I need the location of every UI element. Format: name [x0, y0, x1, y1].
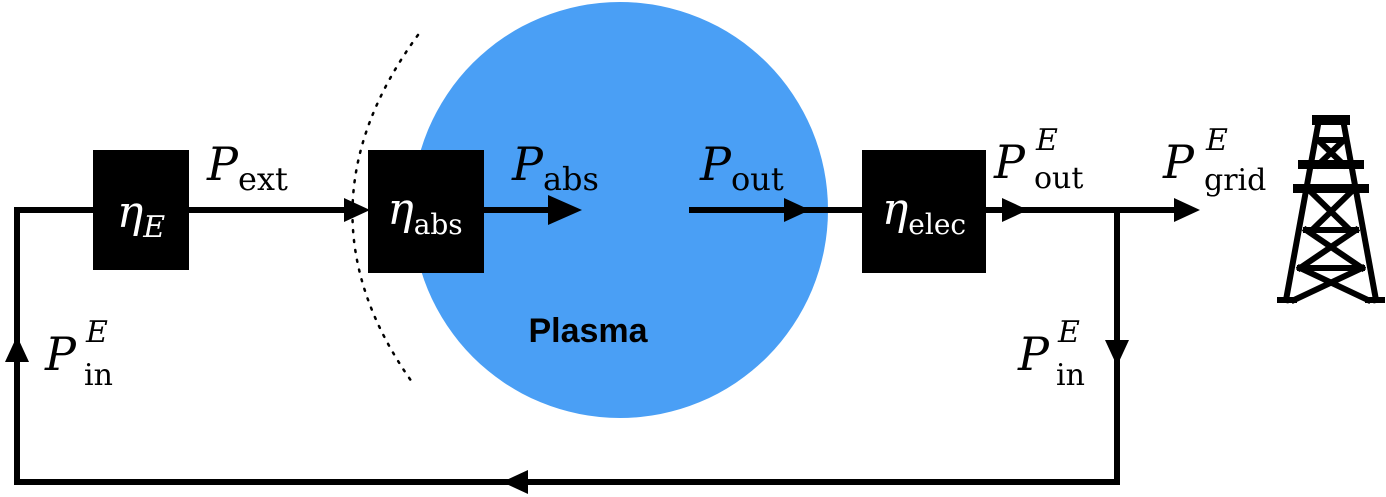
p-ext-sub: ext — [238, 160, 288, 198]
p-grid-e-sup: E — [1205, 123, 1228, 158]
loop-lines — [14, 207, 1183, 485]
p-in-e-left-sub: in — [84, 358, 113, 393]
arrow-p-abs — [548, 195, 582, 225]
label-p-ext: Pext — [206, 137, 288, 198]
transmission-tower-icon — [1277, 115, 1385, 304]
label-p-out-e: P E out — [993, 123, 1083, 196]
eta-e-symbol: η — [117, 187, 143, 238]
arrow-bottom-left — [502, 470, 528, 494]
arrow-p-out-e — [1002, 198, 1028, 222]
svg-text:ηelec: ηelec — [882, 184, 966, 241]
eta-elec-symbol: η — [882, 184, 908, 235]
eta-elec-sub: elec — [908, 208, 966, 241]
label-p-abs: Pabs — [511, 137, 599, 198]
arrow-into-eta-abs — [344, 198, 370, 222]
plasma-circle — [412, 2, 828, 418]
p-in-e-left-sup: E — [85, 315, 108, 350]
p-in-e-right-symbol: P — [1017, 327, 1050, 381]
label-p-grid-e: P E grid — [1162, 123, 1266, 198]
arrow-p-out — [784, 198, 810, 222]
eta-e-sub: E — [142, 210, 165, 245]
p-grid-e-sub: grid — [1204, 163, 1266, 198]
label-p-in-e-right: P E in — [1017, 315, 1085, 393]
p-out-e-sup: E — [1035, 123, 1058, 158]
arrow-p-in-e-right-down — [1105, 340, 1129, 366]
block-eta-abs: ηabs — [368, 150, 484, 273]
p-in-e-right-sub: in — [1056, 358, 1085, 393]
label-p-in-e-left: P E in — [44, 315, 113, 393]
svg-text:ηE: ηE — [117, 187, 165, 245]
eta-abs-sub: abs — [414, 208, 463, 241]
arrow-p-in-e-left-up — [5, 336, 29, 362]
label-p-out: Pout — [699, 137, 784, 198]
p-abs-symbol: P — [511, 137, 544, 191]
p-out-sub: out — [731, 160, 784, 198]
plasma-label: Plasma — [528, 312, 648, 350]
svg-text:ηabs: ηabs — [387, 184, 462, 241]
p-out-symbol: P — [699, 137, 732, 191]
arrowheads — [5, 195, 1200, 494]
p-abs-sub: abs — [543, 160, 599, 198]
p-grid-e-symbol: P — [1162, 135, 1195, 189]
eta-abs-symbol: η — [387, 184, 413, 235]
arrow-p-grid-e — [1174, 198, 1200, 222]
block-eta-elec: ηelec — [862, 150, 986, 273]
p-ext-symbol: P — [206, 137, 239, 191]
p-out-e-symbol: P — [993, 135, 1026, 189]
p-in-e-left-symbol: P — [44, 327, 77, 381]
p-out-e-sub: out — [1034, 161, 1083, 196]
block-eta-e: ηE — [93, 150, 189, 270]
p-in-e-right-sup: E — [1057, 315, 1080, 350]
